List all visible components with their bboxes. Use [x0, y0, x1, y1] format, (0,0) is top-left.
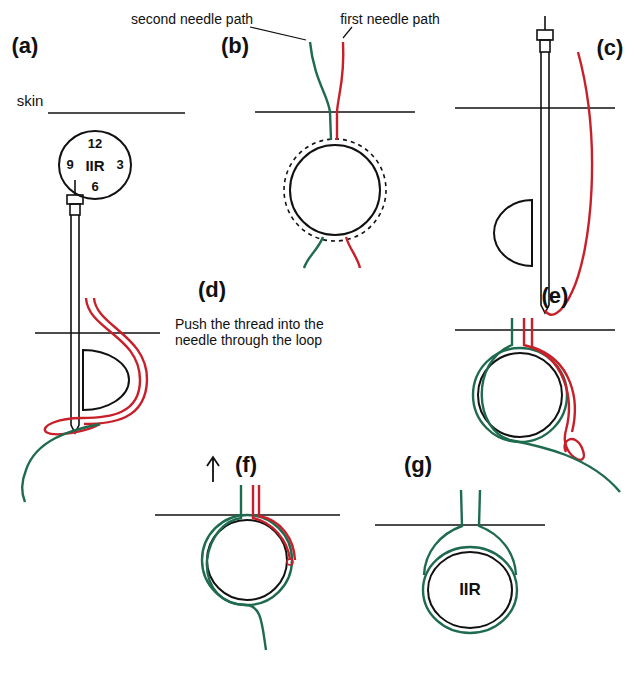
panel-g [424, 490, 516, 575]
ring-name: IIR [459, 580, 481, 600]
ring-name: IIR [85, 157, 104, 174]
panel-letter: (c) [597, 35, 624, 60]
clock-number: 6 [91, 180, 98, 195]
panel-letter: (f) [235, 452, 257, 477]
clock-number: 9 [66, 158, 73, 173]
clock-number: 12 [88, 137, 102, 152]
panel-letter: (e) [542, 283, 569, 308]
instruction-note: Push the thread into the needle through … [175, 316, 335, 348]
panel-d [22, 180, 147, 502]
panel-letter: (g) [404, 452, 432, 477]
ring-outline: IIR [421, 545, 519, 635]
panel-c [494, 16, 592, 315]
skin-label: skin [17, 92, 44, 109]
ring-line [428, 552, 512, 628]
panel-letter: (b) [221, 33, 249, 58]
pull-arrow [207, 457, 219, 482]
ring-line [59, 131, 131, 199]
panel-e [473, 318, 620, 492]
panel-f [202, 457, 295, 650]
panel-letter: (a) [12, 33, 39, 58]
ring-line [423, 547, 517, 633]
path-label: second needle path [131, 11, 253, 27]
leader-lines [250, 27, 352, 40]
path-label: first needle path [340, 11, 440, 27]
skin-lines [35, 108, 615, 525]
ring-outline: IIR [57, 129, 133, 201]
panel-b [284, 42, 386, 268]
clock-number: 3 [116, 158, 123, 173]
panel-letter: (d) [198, 277, 226, 302]
